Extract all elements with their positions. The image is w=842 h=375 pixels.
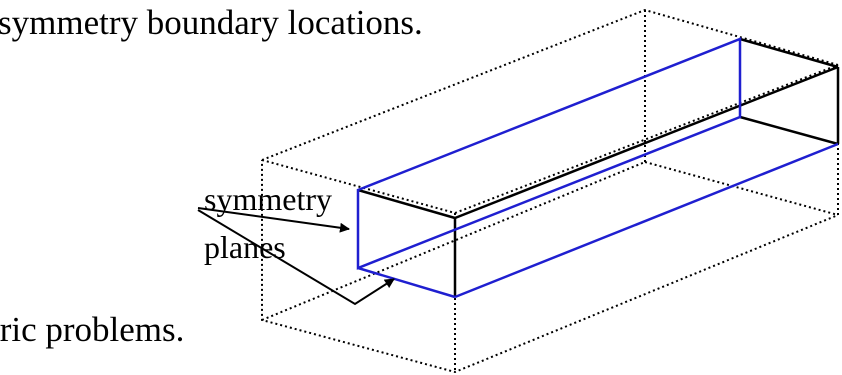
horizontal-plane-right-edge xyxy=(454,142,839,299)
horizontal-plane-front-edge xyxy=(357,266,456,299)
reduced-model-edges xyxy=(357,37,840,297)
arrow-to-horizontal-plane xyxy=(197,209,395,306)
background-text-top: symmetry boundary locations. xyxy=(0,3,423,42)
planes-label: planes xyxy=(204,229,286,265)
outer-top-right-edge xyxy=(454,64,839,214)
reduced-back-top-edge xyxy=(739,37,839,69)
reduced-top-centerline xyxy=(454,65,839,220)
symmetry-label: symmetry xyxy=(204,181,332,217)
outer-front-top-edge xyxy=(261,159,456,214)
symmetry-plane-edges xyxy=(356,37,839,299)
reduced-back-bottom-edge xyxy=(739,115,839,146)
background-text-bottom: tric problems. xyxy=(0,310,185,349)
vertical-symmetry-plane xyxy=(356,37,742,270)
arrow-to-vertical-plane xyxy=(197,207,350,233)
reduced-front-top-edge xyxy=(357,188,456,220)
label-leaders xyxy=(197,207,395,306)
outer-hidden-back-bottom xyxy=(644,161,839,216)
full-domain-box xyxy=(261,8,839,374)
outer-hidden-bottom-edge xyxy=(261,161,646,321)
